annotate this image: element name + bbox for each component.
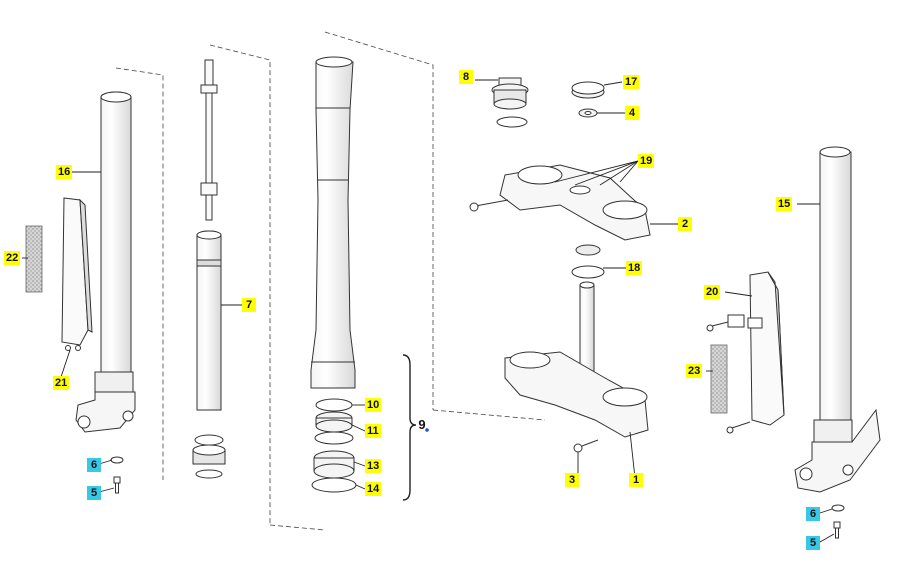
callout-2[interactable]: 2 [678,217,692,231]
callout-9[interactable]: 9 [418,417,426,432]
clamp-bolt-top[interactable] [469,202,479,212]
dashed-line-center [209,44,271,525]
washer-left[interactable] [110,456,124,464]
washer-right[interactable] [831,504,845,512]
callout-16[interactable]: 16 [56,165,73,179]
upper-triple-clamp[interactable] [469,164,651,241]
callout-8[interactable]: 8 [459,70,473,84]
callout-14[interactable]: 14 [365,482,382,496]
group-bracket [402,354,417,501]
callout-23[interactable]: 23 [686,364,703,378]
clamp-bolt-bottom[interactable] [573,439,599,453]
callout-6-left[interactable]: 6 [87,458,101,472]
callout-21[interactable]: 21 [53,376,70,390]
inner-tube[interactable] [310,56,356,389]
callout-18[interactable]: 18 [626,261,643,275]
callout-17[interactable]: 17 [623,75,640,89]
callout-13[interactable]: 13 [365,459,382,473]
bolt-left[interactable] [113,476,121,494]
callout-6-right[interactable]: 6 [806,507,820,521]
callout-22[interactable]: 22 [4,251,21,265]
fork-guard-right[interactable] [706,271,785,434]
fork-leg-left[interactable] [75,91,136,433]
callout-3[interactable]: 3 [565,473,579,487]
damper-cartridge[interactable] [192,59,226,479]
pad-left[interactable] [25,225,43,293]
fork-leg-right[interactable] [794,146,881,493]
callout-5-right[interactable]: 5 [806,536,820,550]
callout-5-left[interactable]: 5 [87,486,101,500]
cap[interactable] [571,81,605,118]
top-nut[interactable] [491,77,529,128]
callout-7[interactable]: 7 [242,298,256,312]
dashed-line-middle [324,31,434,120]
marker-dot [425,428,429,432]
leader-lines [22,79,835,543]
callout-1[interactable]: 1 [629,473,643,487]
callout-11[interactable]: 11 [365,424,381,438]
bearing[interactable] [571,244,605,279]
callout-19[interactable]: 19 [638,154,655,168]
callout-20[interactable]: 20 [704,285,721,299]
pad-right[interactable] [710,344,728,414]
callout-15[interactable]: 15 [776,197,793,211]
fork-guard-left[interactable] [61,197,93,351]
lower-triple-clamp[interactable] [504,281,649,438]
callout-4[interactable]: 4 [625,106,639,120]
callout-10[interactable]: 10 [365,398,382,412]
dashed-line-bottom [269,524,326,531]
bolt-right[interactable] [833,521,841,539]
seal-set[interactable] [311,398,357,493]
